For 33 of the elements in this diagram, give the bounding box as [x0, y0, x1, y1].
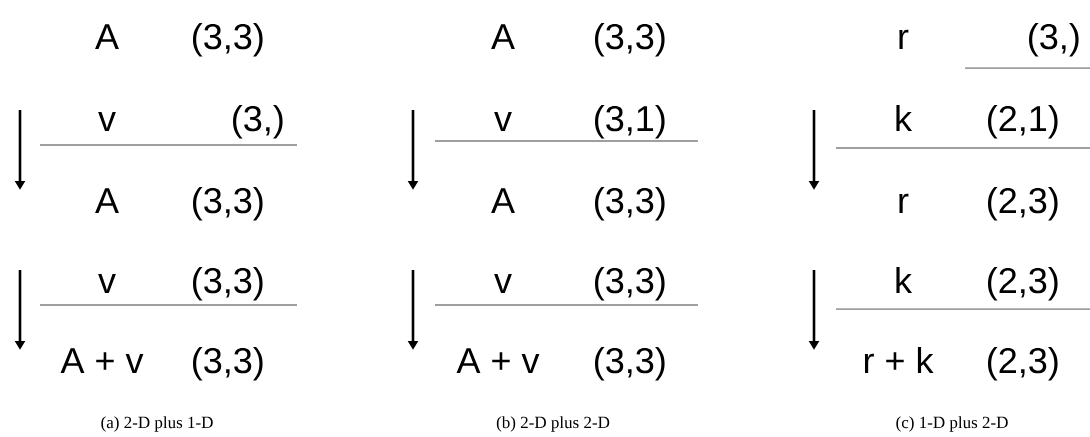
shape-tuple: (3,3) [595, 22, 665, 57]
shape-tuple: (2,3) [988, 266, 1058, 301]
variable-name: r [899, 193, 909, 213]
subfigure-caption: (c) 1-D plus 2-D [896, 416, 1008, 432]
shape-tuple: (3,3) [193, 186, 263, 221]
variable-name: v [494, 112, 512, 131]
shape-tuple: (3,3) [595, 186, 665, 221]
shape-tuple: (3,3) [193, 266, 263, 301]
shape-tuple: (2,3) [988, 186, 1058, 221]
subfigure-caption: (b) 2-D plus 2-D [496, 416, 610, 432]
variable-name: r [899, 29, 909, 49]
variable-name: v [98, 274, 116, 293]
shape-tuple: (3,3) [595, 346, 665, 381]
variable-name: v [494, 274, 512, 293]
shape-tuple: (3,) [233, 104, 283, 139]
variable-name: A [491, 188, 515, 213]
shape-tuple: (2,1) [988, 104, 1058, 139]
shape-tuple: (3,3) [595, 266, 665, 301]
variable-name: k [896, 104, 913, 131]
variable-name: v [98, 112, 116, 131]
variable-name: A + v [60, 348, 144, 373]
shape-tuple: (3,) [1029, 22, 1079, 57]
variable-name: k [896, 266, 913, 293]
variable-name: A [95, 188, 119, 213]
variable-name: r + k [864, 346, 934, 373]
variable-name: A + v [456, 348, 540, 373]
subfigure-caption: (a) 2-D plus 1-D [101, 416, 213, 432]
shape-tuple: (3,3) [193, 346, 263, 381]
shape-tuple: (3,3) [193, 22, 263, 57]
variable-name: A [95, 24, 119, 49]
variable-name: A [491, 24, 515, 49]
shape-tuple: (3,1) [595, 104, 665, 139]
shape-tuple: (2,3) [988, 346, 1058, 381]
